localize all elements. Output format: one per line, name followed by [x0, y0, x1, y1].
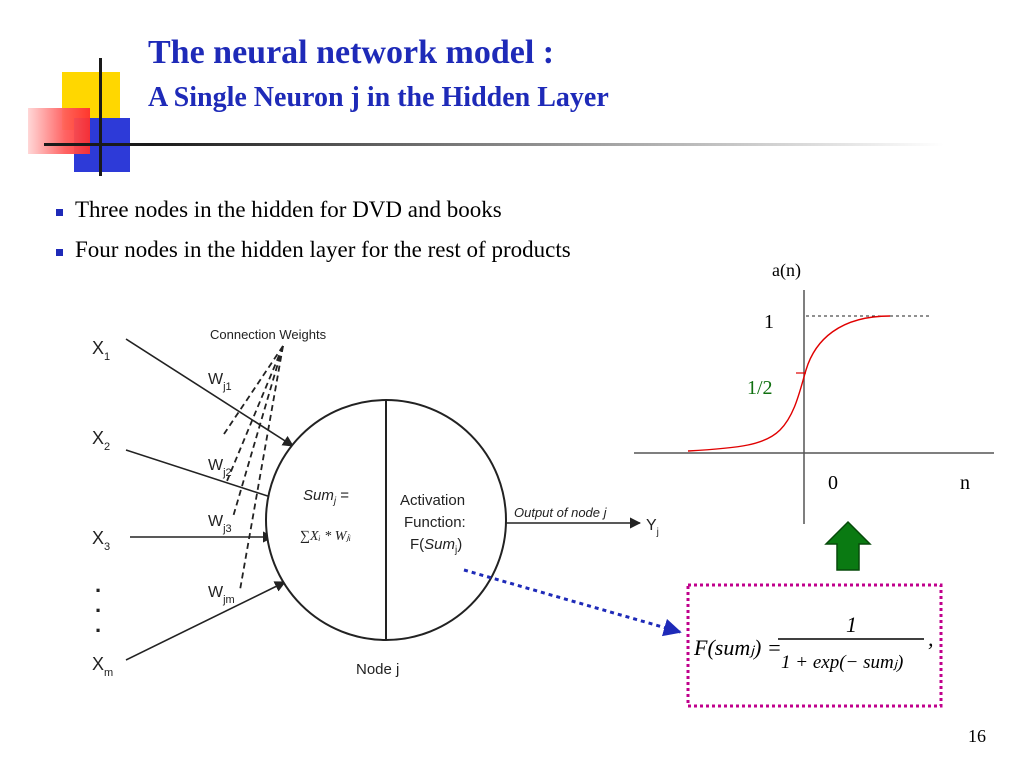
sigmoid-curve	[687, 315, 891, 452]
activation-line-2: Function:	[404, 514, 466, 531]
bullet-item: Four nodes in the hidden layer for the r…	[56, 230, 571, 270]
input-label-x2: X2	[92, 428, 110, 453]
logo-vertical-line	[99, 58, 102, 176]
output-symbol: Yj	[646, 517, 659, 538]
weight-dashed-lines	[221, 345, 284, 591]
ellipsis-dot: .	[95, 572, 101, 597]
weight-label-wj3: Wj3	[208, 513, 232, 535]
title-underline	[44, 143, 944, 146]
page-number: 16	[968, 726, 986, 746]
formula-numerator: 1	[846, 612, 857, 637]
bullet-list: Three nodes in the hidden for DVD and bo…	[56, 190, 571, 270]
bullet-square-icon	[56, 208, 63, 216]
input-arrows	[125, 338, 294, 661]
dotted-arrow-to-formula	[463, 568, 682, 637]
weight-label-wj1: Wj1	[208, 371, 232, 393]
green-up-arrow-icon	[824, 520, 872, 571]
activation-line-1: Activation	[400, 492, 465, 509]
sum-formula: ∑Xᵢ * Wⱼᵢ	[300, 529, 351, 544]
formula-denominator: 1 + exp(− sumⱼ)	[781, 652, 903, 673]
tick-label-half: 1/2	[747, 377, 773, 399]
connection-weights-label: Connection Weights	[210, 327, 327, 342]
slide-subtitle: A Single Neuron j in the Hidden Layer	[148, 82, 609, 113]
activation-line-3: F(Sumj)	[410, 536, 462, 556]
weight-label-wjm: Wjm	[208, 584, 235, 606]
bullet-text: Four nodes in the hidden layer for the r…	[75, 237, 571, 262]
weight-label-wj2: Wj2	[208, 457, 232, 479]
output-label: Output of node j	[514, 505, 608, 520]
formula-lhs: F(sumⱼ) =	[693, 635, 782, 660]
bullet-item: Three nodes in the hidden for DVD and bo…	[56, 190, 571, 230]
input-label-x1: X1	[92, 338, 110, 363]
sum-label: Sumj =	[303, 487, 349, 507]
bullet-text: Three nodes in the hidden for DVD and bo…	[75, 197, 502, 222]
tick-label-zero: 0	[828, 472, 838, 494]
formula-border	[686, 583, 943, 708]
graph-x-label: n	[960, 472, 970, 494]
bullet-square-icon	[56, 248, 63, 256]
ellipsis-dot: .	[95, 612, 101, 637]
input-label-xm: Xm	[92, 654, 113, 679]
ellipsis-dot: .	[95, 592, 101, 617]
input-label-x3: X3	[92, 528, 110, 553]
logo-red-square	[28, 108, 90, 154]
node-label: Node j	[356, 661, 399, 678]
graph-y-label: a(n)	[772, 260, 801, 281]
formula-trailing: ,	[928, 626, 934, 651]
slide-title: The neural network model :	[148, 34, 555, 71]
tick-label-one: 1	[764, 311, 774, 333]
